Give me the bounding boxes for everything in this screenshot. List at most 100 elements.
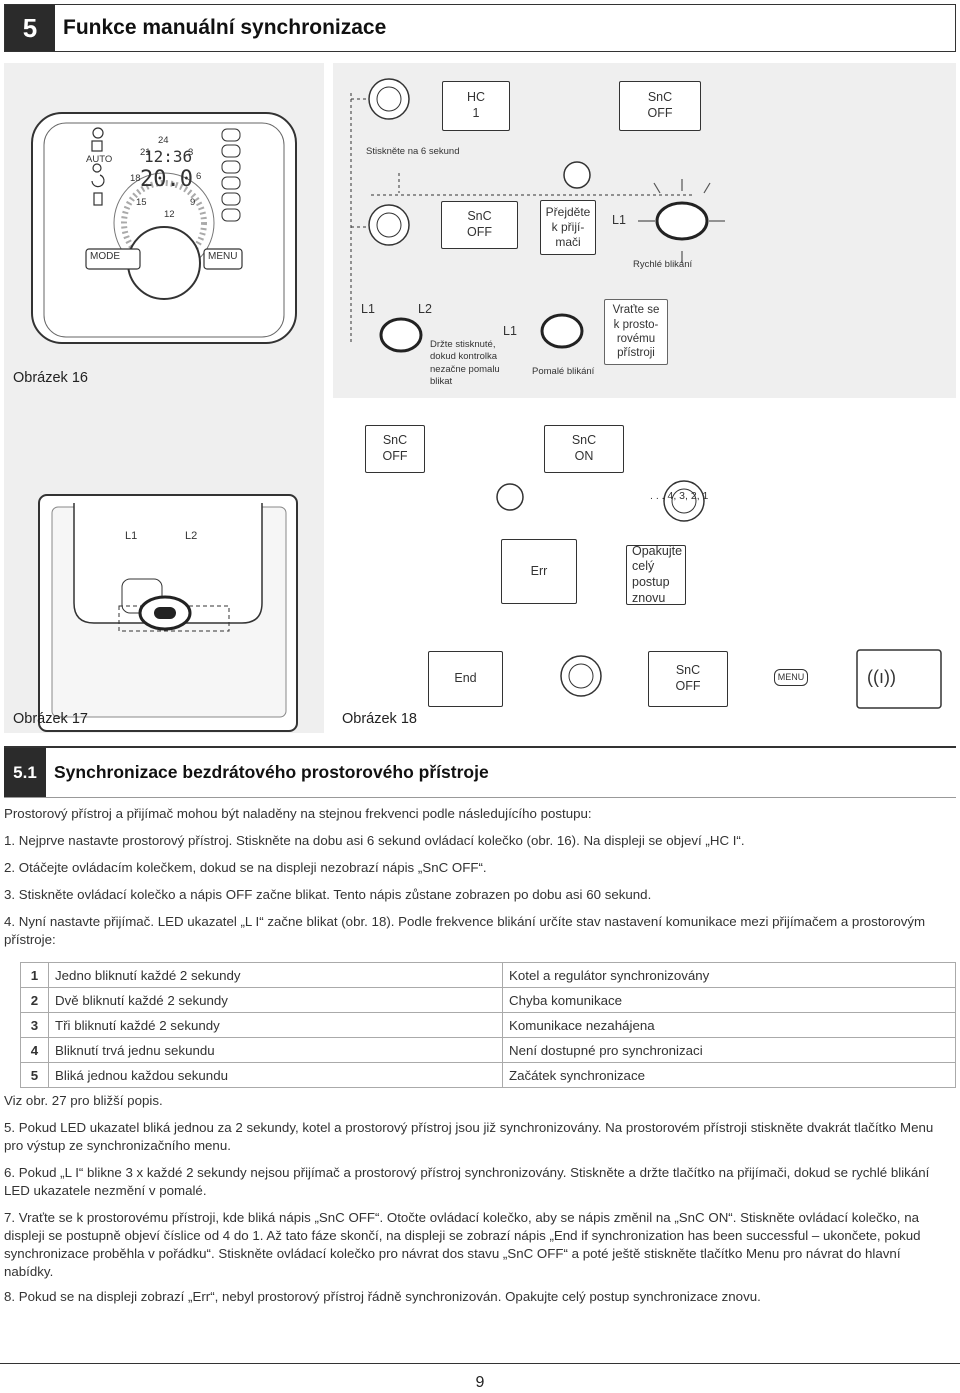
repeat-box: Opakujte celý postup znovu <box>626 543 686 605</box>
repeat-line4: znovu <box>632 590 666 605</box>
return-box: Vraťte se k prosto- rovému přístroji <box>604 299 668 365</box>
hc-display-box: HC 1 <box>442 81 510 131</box>
hc-line2: 1 <box>472 106 480 120</box>
goto-line1: Přejděte <box>545 205 591 219</box>
hold-text: Držte stisknuté, dokud kontrolka nezačne… <box>430 339 500 388</box>
l1-label-slow: L1 <box>503 324 517 338</box>
figure16-caption: Obrázek 16 <box>13 370 88 386</box>
figure17-caption: Obrázek 17 <box>13 711 88 727</box>
fig18-snc-off-line1: SnC <box>382 433 408 448</box>
err-text: Err <box>530 563 548 578</box>
scale-3: 3 <box>188 147 194 158</box>
led-blink-ovals <box>379 201 709 353</box>
step-8: 8. Pokud se na displeji zobrazí „Err“, n… <box>4 1289 761 1304</box>
table-row: 3 Tři bliknutí každé 2 sekundy Komunikac… <box>20 1012 956 1038</box>
section-title: Synchronizace bezdrátového prostorového … <box>54 762 489 782</box>
end-box: End <box>428 651 503 707</box>
fig18-snc-off-line2: OFF <box>382 449 408 463</box>
fast-blink-label: Rychlé blikání <box>633 259 693 270</box>
end-snc-off-line2: OFF <box>675 679 701 693</box>
blink-pattern: Jedno bliknutí každé 2 sekundy <box>48 962 503 988</box>
goto-line3: mači <box>555 235 581 249</box>
row-number: 5 <box>20 1062 49 1088</box>
blink-meaning: Kotel a regulátor synchronizovány <box>502 962 956 988</box>
return-line1: Vraťte se <box>612 304 660 317</box>
side-icons <box>91 127 105 206</box>
menu-key-box: MENU <box>774 669 808 686</box>
mode-button[interactable]: MODE <box>90 251 120 262</box>
snc-on-box: SnC ON <box>544 425 624 473</box>
end-text: End <box>454 671 477 686</box>
return-line3: rovému <box>616 333 656 345</box>
snc-on-line1: SnC <box>571 433 597 448</box>
page-number: 9 <box>0 1363 960 1392</box>
slow-blink-label: Pomalé blikání <box>532 366 595 377</box>
scale-6: 6 <box>196 171 202 182</box>
scale-24: 24 <box>158 135 169 146</box>
row-number: 4 <box>20 1037 49 1063</box>
snc-off-line2: OFF <box>647 106 673 120</box>
press-6s-label: Stiskněte na 6 sekund <box>366 146 460 157</box>
receiver-l2-label: L2 <box>185 530 198 542</box>
blink-pattern: Bliknutí trvá jednu sekundu <box>48 1037 503 1063</box>
blink-pattern: Dvě bliknutí každé 2 sekundy <box>48 987 503 1013</box>
menu-button[interactable]: MENU <box>208 251 238 262</box>
return-line2: k prosto- <box>613 318 659 331</box>
blink-frequency-table: 1 Jedno bliknutí každé 2 sekundy Kotel a… <box>20 962 956 1088</box>
hold-line3: nezačne pomalu <box>430 363 500 375</box>
scale-12: 12 <box>164 209 175 220</box>
blink-meaning: Chyba komunikace <box>502 987 956 1013</box>
goto-receiver-box: Přejděte k přijí- mači <box>540 200 596 255</box>
section-intro: Prostorový přístroj a přijímač mohou být… <box>4 806 592 821</box>
blink-meaning: Začátek synchronizace <box>502 1062 956 1088</box>
section-title-bar: 5.1 Synchronizace bezdrátového prostorov… <box>4 746 956 798</box>
flow-diagram-svg <box>350 78 942 709</box>
snc-off-box-top: SnC OFF <box>619 81 701 131</box>
see-figure-note: Viz obr. 27 pro bližší popis. <box>4 1093 163 1108</box>
repeat-line3: postup <box>632 575 670 589</box>
section-number: 5.1 <box>4 748 46 797</box>
snc-off-end-box: SnC OFF <box>648 651 728 707</box>
figure-left-panel: AUTO 24 3 6 9 12 15 18 21 12:36 20.0 MOD… <box>4 63 324 733</box>
display-clock: 12:36 <box>144 147 193 166</box>
hold-line1: Držte stisknuté, <box>430 339 496 350</box>
table-row: 5 Bliká jednou každou sekundu Začátek sy… <box>20 1062 956 1088</box>
scale-9: 9 <box>190 197 196 208</box>
l1-label-fast: L1 <box>612 213 626 227</box>
l2-label-hold: L2 <box>418 302 432 316</box>
hold-line2: dokud kontrolka <box>430 351 498 363</box>
snc-on-line2: ON <box>574 449 594 463</box>
table-row: 2 Dvě bliknutí každé 2 sekundy Chyba kom… <box>20 987 956 1013</box>
repeat-line1: Opakujte <box>632 543 683 558</box>
hc-line1: HC <box>466 90 486 105</box>
chapter-title: Funkce manuální synchronizace <box>63 16 387 39</box>
row-number: 1 <box>20 962 49 988</box>
chapter-number: 5 <box>5 5 55 51</box>
chapter-header: 5 Funkce manuální synchronizace <box>4 4 956 52</box>
blink-meaning: Není dostupné pro synchronizaci <box>502 1037 956 1063</box>
l1-label-hold: L1 <box>361 302 375 316</box>
snc-off-blink-line2: OFF <box>467 225 492 239</box>
receiver-l1-label: L1 <box>125 530 138 542</box>
blink-pattern: Tři bliknutí každé 2 sekundy <box>48 1012 503 1038</box>
blink-pattern: Bliká jednou každou sekundu <box>48 1062 503 1088</box>
step-1: 1. Nejprve nastavte prostorový přístroj.… <box>4 833 745 848</box>
snc-off-box-fig18: SnC OFF <box>365 425 425 473</box>
repeat-line2: celý <box>632 559 655 574</box>
scale-18: 18 <box>130 173 141 184</box>
snc-off-line1: SnC <box>647 90 673 105</box>
antenna-icon: ((ı)) <box>867 667 896 687</box>
flow-knobs <box>368 78 705 697</box>
figure18-caption: Obrázek 18 <box>342 711 417 727</box>
table-row: 1 Jedno bliknutí každé 2 sekundy Kotel a… <box>20 962 956 988</box>
step-5: 5. Pokud LED ukazatel bliká jednou za 2 … <box>4 1120 934 1153</box>
step-4: 4. Nyní nastavte přijímač. LED ukazatel … <box>4 914 926 947</box>
table-row: 4 Bliknutí trvá jednu sekundu Není dostu… <box>20 1037 956 1063</box>
goto-line2: k přijí- <box>551 220 585 234</box>
step-6: 6. Pokud „L I“ blikne 3 x každé 2 sekund… <box>4 1165 930 1198</box>
display-temp: 20.0 <box>140 167 193 192</box>
right-side-buttons <box>221 128 241 222</box>
step-2: 2. Otáčejte ovládacím kolečkem, dokud se… <box>4 860 487 875</box>
snc-off-blink-box: SnC OFF <box>441 201 518 249</box>
err-box: Err <box>501 539 577 604</box>
